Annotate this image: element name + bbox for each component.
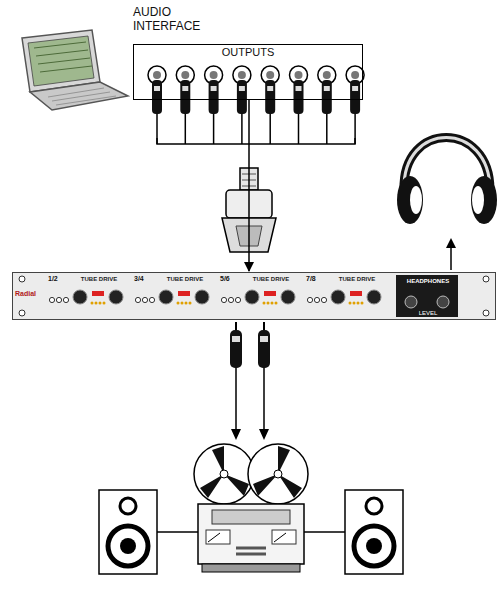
- brand-label: Radial: [15, 290, 36, 298]
- interface-box: AUDIO INTERFACEOUTPUTS: [133, 4, 363, 100]
- rack-unit: Radial 1/2 TUBE DRIVE 3/4 TUBE DRIVE 5/6 TUBE …: [12, 272, 496, 320]
- control-label: TUBE DRIVE: [241, 276, 301, 283]
- channel-section: 1/2 TUBE DRIVE: [47, 275, 131, 318]
- tape-machine: [194, 444, 308, 572]
- signal-connector: [248, 100, 250, 271]
- channel-number: 3/4: [134, 275, 144, 283]
- channel-number: 5/6: [220, 275, 230, 283]
- snake-merge: [157, 138, 355, 144]
- channel-section: 5/6 TUBE DRIVE: [219, 275, 303, 318]
- device-heading: AUDIO INTERFACE: [133, 4, 229, 44]
- channel-number: 7/8: [306, 275, 316, 283]
- knob-label: LEVEL: [397, 310, 459, 317]
- laptop-icon: [22, 30, 128, 110]
- headphones-icon: [397, 138, 497, 271]
- xlr-outputs: [148, 66, 364, 144]
- channel-section: 7/8 TUBE DRIVE: [305, 275, 389, 318]
- channel-number: 1/2: [48, 275, 58, 283]
- control-label: TUBE DRIVE: [155, 276, 215, 283]
- headphone-section: HEADPHONES LEVEL: [397, 276, 459, 318]
- rack-panel: [12, 272, 496, 320]
- channel-section: 3/4 TUBE DRIVE: [133, 275, 217, 318]
- interface-outline: OUTPUTS: [133, 44, 363, 100]
- control-label: TUBE DRIVE: [69, 276, 129, 283]
- xlr-cables: [230, 322, 270, 440]
- section-label: HEADPHONES: [397, 278, 459, 285]
- control-label: TUBE DRIVE: [327, 276, 387, 283]
- speakers: [99, 490, 403, 574]
- outputs-label: OUTPUTS: [134, 45, 362, 59]
